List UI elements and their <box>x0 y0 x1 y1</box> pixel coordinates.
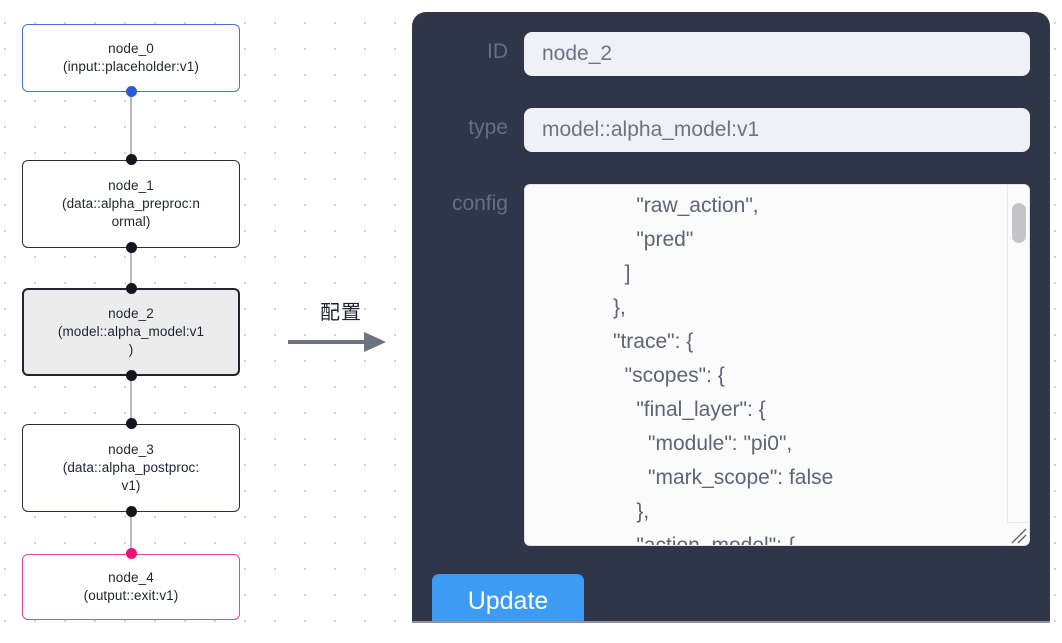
config-textarea[interactable]: "raw_action", "pred" ] }, "trace": { "sc… <box>613 194 834 546</box>
field-row-id: ID <box>412 32 1050 76</box>
node-subtitle-line1: (model::alpha_model:v1 <box>57 324 205 339</box>
node-subtitle-line1: (data::alpha_postproc: <box>62 460 200 475</box>
port-node_3-in[interactable] <box>125 418 137 429</box>
edge-node2-node3 <box>130 376 132 418</box>
config-scrollbar-thumb[interactable] <box>1012 203 1026 243</box>
node-title: node_2 <box>108 306 154 321</box>
graph-node-node_2[interactable]: node_2 (model::alpha_model:v1 ) <box>22 288 240 376</box>
config-scrollbar[interactable] <box>1007 185 1029 545</box>
config-label: config <box>451 192 508 215</box>
graph-node-node_0[interactable]: node_0 (input::placeholder:v1) <box>22 24 240 92</box>
right-arrow-icon <box>288 332 386 352</box>
node-title: node_1 <box>108 178 154 193</box>
port-node_2-in[interactable] <box>125 283 137 294</box>
type-input[interactable] <box>524 108 1030 152</box>
type-label: type <box>468 116 508 139</box>
update-button[interactable]: Update <box>432 574 584 622</box>
edge-node1-node2 <box>130 248 132 293</box>
id-input[interactable] <box>524 32 1030 76</box>
node-config-panel: ID type config "raw_action", "pred" ] },… <box>412 12 1050 622</box>
node-subtitle: (input::placeholder:v1) <box>63 59 199 74</box>
port-node_3-out[interactable] <box>125 506 137 517</box>
port-node_1-out[interactable] <box>125 242 137 253</box>
port-node_0-out[interactable] <box>125 86 137 97</box>
resize-grip-icon[interactable] <box>1006 522 1028 544</box>
graph-node-node_3[interactable]: node_3 (data::alpha_postproc: v1) <box>22 424 240 512</box>
node-subtitle-line2: ormal) <box>111 214 151 229</box>
transition-arrow-group: 配置 <box>286 296 396 366</box>
field-row-config: config "raw_action", "pred" ] }, "trace"… <box>412 184 1050 546</box>
field-row-type: type <box>412 108 1050 152</box>
graph-node-node_4[interactable]: node_4 (output::exit:v1) <box>22 554 240 620</box>
edge-node0-node1 <box>130 92 132 160</box>
port-node_1-in[interactable] <box>125 154 137 165</box>
node-subtitle: (output::exit:v1) <box>83 588 179 603</box>
port-node_4-in[interactable] <box>125 548 137 559</box>
node-title: node_3 <box>108 442 154 457</box>
node-subtitle-line2: ) <box>128 342 134 357</box>
node-subtitle-line1: (data::alpha_preproc:n <box>61 196 201 211</box>
id-label: ID <box>487 40 508 63</box>
graph-node-node_1[interactable]: node_1 (data::alpha_preproc:n ormal) <box>22 160 240 248</box>
node-title: node_4 <box>108 570 154 585</box>
config-textarea-wrapper[interactable]: "raw_action", "pred" ] }, "trace": { "sc… <box>524 184 1030 546</box>
node-subtitle-line2: v1) <box>121 478 141 493</box>
edge-node3-node4 <box>130 512 132 554</box>
port-node_2-out[interactable] <box>125 370 137 381</box>
node-title: node_0 <box>108 41 154 56</box>
panel-bottom-edge <box>412 621 1050 623</box>
node-graph-canvas[interactable]: node_0 (input::placeholder:v1) node_1 (d… <box>0 0 400 643</box>
arrow-label: 配置 <box>320 300 362 324</box>
